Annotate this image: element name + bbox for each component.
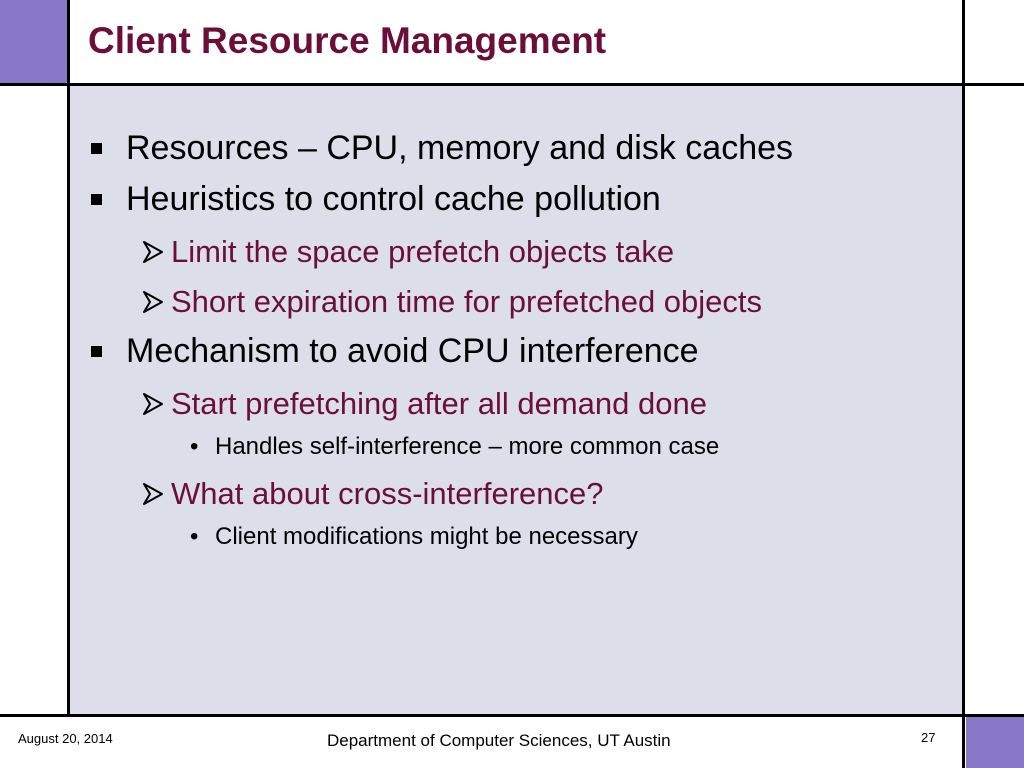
square-bullet-icon xyxy=(91,194,102,205)
sub-bullet-item: Short expiration time for prefetched obj… xyxy=(171,284,763,319)
divider-left xyxy=(67,0,70,716)
bullet-item: Heuristics to control cache pollution xyxy=(126,180,661,218)
content-panel xyxy=(70,86,962,714)
bullet-item: Mechanism to avoid CPU interference xyxy=(126,332,699,370)
arrow-bullet-icon xyxy=(141,290,165,314)
sub-sub-bullet-item: Client modifications might be necessary xyxy=(215,523,638,550)
arrow-bullet-icon xyxy=(141,392,165,416)
sub-bullet-item: Start prefetching after all demand done xyxy=(171,386,707,421)
arrow-bullet-icon xyxy=(141,240,165,264)
divider-bottom xyxy=(0,714,1024,717)
footer-page-number: 27 xyxy=(921,730,936,745)
arrow-bullet-icon xyxy=(141,482,165,506)
sub-bullet-item: Limit the space prefetch objects take xyxy=(171,234,675,269)
divider-top xyxy=(0,83,1024,86)
sub-bullet-item: What about cross-interference? xyxy=(171,476,604,511)
square-bullet-icon xyxy=(91,143,102,154)
footer-department: Department of Computer Sciences, UT Aust… xyxy=(327,731,671,750)
corner-block-bottom-right xyxy=(966,716,1024,768)
divider-right xyxy=(962,0,965,768)
dot-bullet-icon: • xyxy=(190,523,199,550)
square-bullet-icon xyxy=(91,346,102,357)
slide-title: Client Resource Management xyxy=(88,20,607,61)
corner-block-top-left xyxy=(0,0,68,84)
dot-bullet-icon: • xyxy=(190,433,199,460)
bullet-item: Resources – CPU, memory and disk caches xyxy=(126,129,794,167)
sub-sub-bullet-item: Handles self-interference – more common … xyxy=(215,433,720,460)
footer-date: August 20, 2014 xyxy=(18,731,113,746)
